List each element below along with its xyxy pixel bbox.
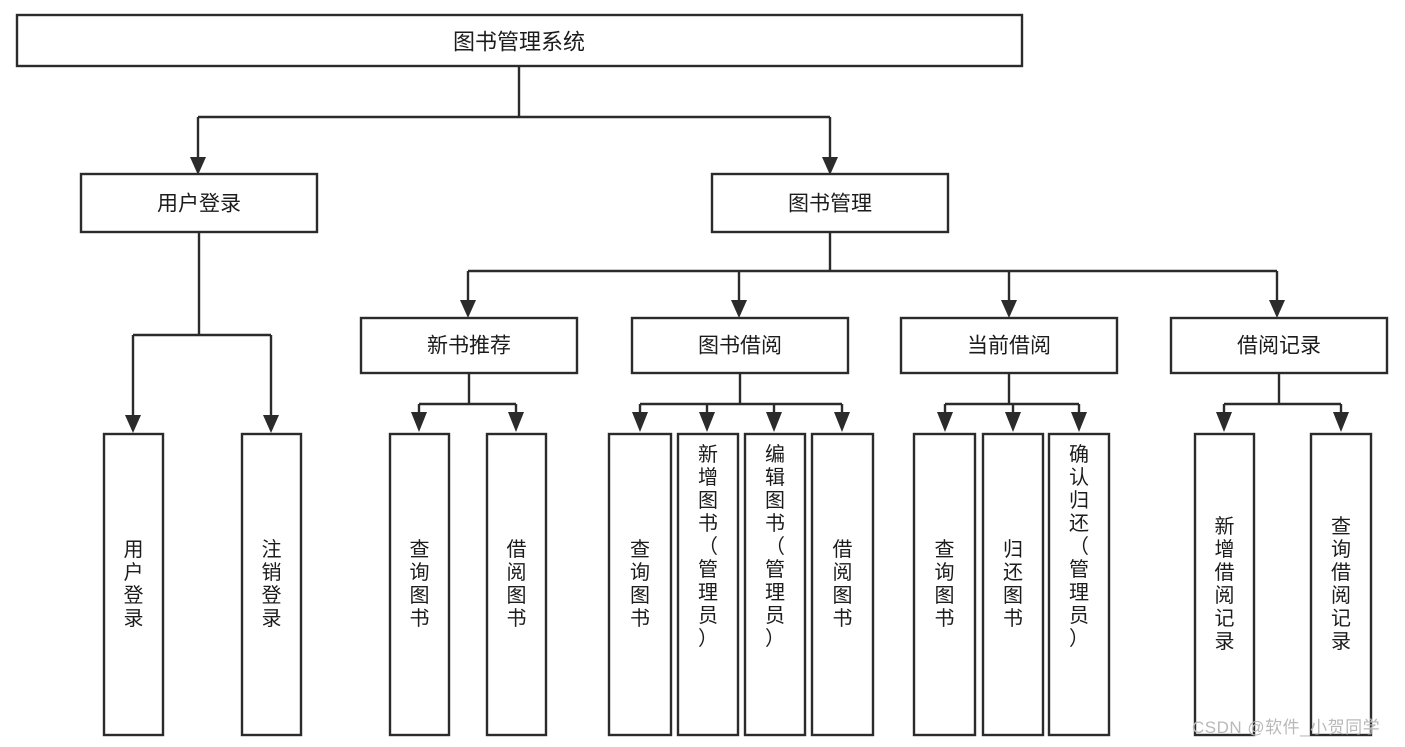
node-new-book-recommend[interactable]: 新书推荐 (359, 316, 579, 375)
connector-current-borrow-to-leaves (937, 373, 1087, 432)
arrow-book-borrow (731, 300, 747, 318)
arrow-book-manage (822, 157, 838, 175)
leaf-box-new-book-0[interactable] (388, 432, 451, 737)
leaf-box-current-borrow-2[interactable] (1047, 432, 1111, 737)
arrow-book-borrow-leaf3 (766, 412, 782, 432)
leaf-box-current-borrow-1[interactable] (981, 432, 1045, 737)
node-book-borrow-box (630, 316, 850, 375)
node-current-borrow-box (899, 316, 1119, 375)
leaf-box-user-login-1[interactable] (240, 432, 303, 737)
leaf-box-book-borrow-3[interactable] (810, 432, 875, 737)
node-book-borrow[interactable]: 图书借阅 (630, 316, 850, 375)
arrow-book-borrow-leaf4 (834, 412, 850, 432)
arrow-new-book-leaf1 (411, 412, 427, 432)
connector-user-login-to-leaves (125, 232, 279, 433)
arrow-new-book-leaf2 (508, 412, 524, 432)
arrow-current-borrow-leaf1 (937, 412, 953, 432)
node-root-box (15, 13, 1024, 68)
leaf-box-borrow-record-1[interactable] (1309, 432, 1373, 737)
connector-book-borrow-to-leaves (632, 373, 850, 432)
node-current-borrow[interactable]: 当前借阅 (899, 316, 1119, 375)
node-user-login-label: 用户登录 (157, 193, 241, 216)
leaf-box-current-borrow-0[interactable] (912, 432, 977, 737)
arrow-book-borrow-leaf2 (699, 412, 715, 432)
node-borrow-record[interactable]: 借阅记录 (1169, 316, 1389, 375)
node-book-borrow-label: 图书借阅 (698, 335, 782, 358)
connector-new-book-to-leaves (411, 373, 524, 432)
leaf-box-book-borrow-2[interactable] (743, 432, 807, 737)
leaf-box-new-book-1[interactable] (485, 432, 548, 737)
arrow-new-book (460, 300, 476, 318)
arrow-user-login-leaf2 (263, 415, 279, 433)
node-root-label: 图书管理系统 (453, 30, 585, 55)
node-book-manage[interactable]: 图书管理 (710, 172, 950, 234)
node-borrow-record-box (1169, 316, 1389, 375)
arrow-book-borrow-leaf1 (632, 412, 648, 432)
node-current-borrow-label: 当前借阅 (967, 335, 1051, 358)
node-user-login[interactable]: 用户登录 (79, 172, 319, 234)
node-borrow-record-label: 借阅记录 (1237, 335, 1321, 358)
node-new-book-recommend-box (359, 316, 579, 375)
arrow-user-login-leaf1 (125, 415, 141, 433)
arrow-current-borrow-leaf2 (1005, 412, 1021, 432)
leaf-box-book-borrow-0[interactable] (607, 432, 673, 737)
leaf-box-user-login-0[interactable] (102, 432, 165, 737)
node-new-book-recommend-label: 新书推荐 (427, 335, 511, 358)
arrow-current-borrow-leaf3 (1071, 412, 1087, 432)
arrow-borrow-record (1269, 300, 1285, 318)
arrow-current-borrow (1001, 300, 1017, 318)
connector-book-manage-to-level3 (460, 232, 1285, 318)
csdn-watermark: CSDN @软件_小贺同学 (1192, 718, 1381, 737)
node-book-manage-box (710, 172, 950, 234)
node-book-manage-label: 图书管理 (788, 193, 872, 216)
arrow-user-login (190, 157, 206, 175)
node-root[interactable]: 图书管理系统 (15, 13, 1024, 68)
connector-root-to-level2 (190, 66, 838, 175)
arrow-borrow-record-leaf2 (1333, 412, 1349, 432)
connector-borrow-record-to-leaves (1216, 373, 1349, 432)
arrow-borrow-record-leaf1 (1216, 412, 1232, 432)
leaf-box-borrow-record-0[interactable] (1193, 432, 1256, 737)
leaf-box-book-borrow-1[interactable] (676, 432, 740, 737)
